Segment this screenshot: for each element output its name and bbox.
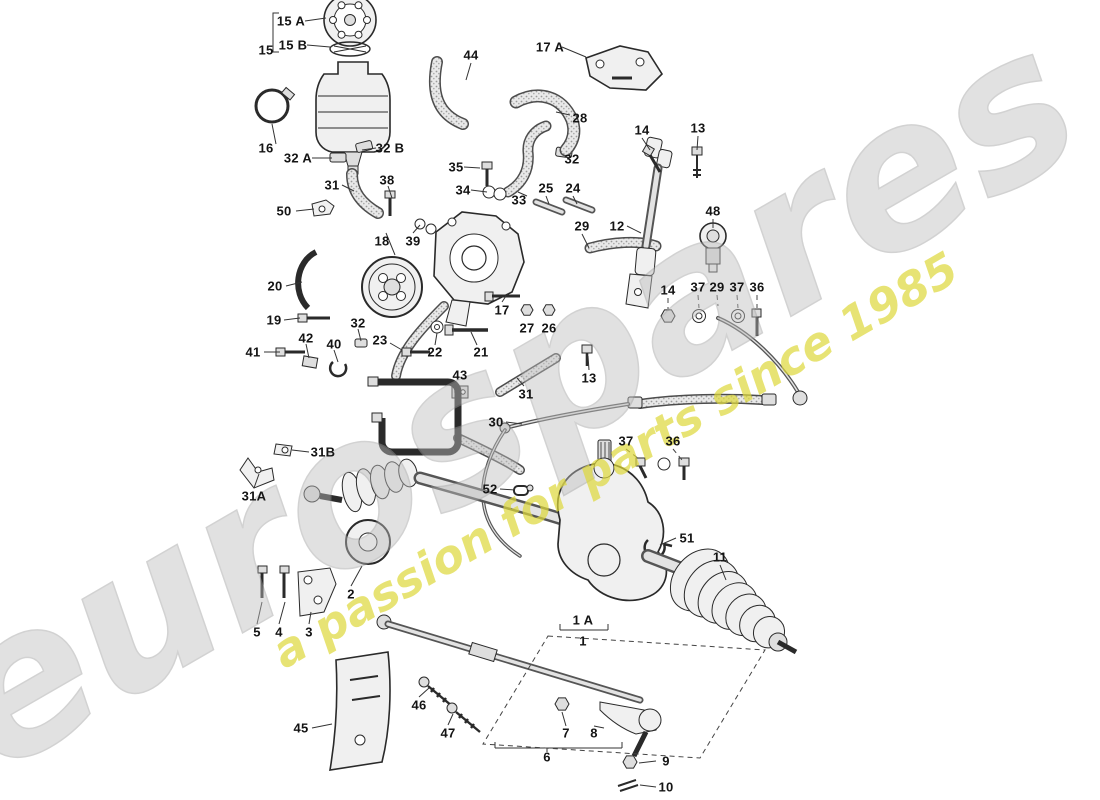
part-label-3: 3	[305, 624, 313, 640]
part-label-17A: 17 A	[535, 39, 565, 55]
part-label-2: 2	[347, 586, 355, 602]
part-label-13: 13	[581, 370, 597, 386]
part-label-40: 40	[326, 336, 342, 352]
part-label-27: 27	[519, 320, 535, 336]
hose-clamp-16-drawing	[254, 86, 296, 124]
part-label-35: 35	[448, 159, 464, 175]
part-label-31A: 31A	[241, 488, 267, 504]
banjo-fitting-drawing	[481, 161, 507, 201]
part-label-16: 16	[258, 140, 274, 156]
part-label-26: 26	[541, 320, 557, 336]
bracket-17a-drawing	[585, 45, 664, 91]
rack-mount-drawing	[257, 519, 391, 617]
part-label-42: 42	[298, 330, 314, 346]
part-label-20: 20	[267, 278, 283, 294]
part-label-7: 7	[562, 725, 570, 741]
part-label-31: 31	[324, 177, 340, 193]
part-label-18: 18	[374, 233, 390, 249]
part-label-29: 29	[574, 218, 590, 234]
part-label-29: 29	[709, 279, 725, 295]
part-label-52: 52	[482, 481, 498, 497]
hardware-row-drawing	[660, 308, 808, 406]
part-label-15: 15	[258, 42, 274, 58]
part-label-11: 11	[712, 549, 728, 565]
part-label-1A: 1 A	[572, 612, 594, 628]
part-label-8: 8	[590, 725, 598, 741]
cooler-loop-drawing	[367, 376, 462, 456]
part-label-32B: 32 B	[375, 140, 405, 156]
part-label-24: 24	[565, 180, 581, 196]
part-label-41: 41	[245, 344, 261, 360]
part-label-32: 32	[564, 151, 580, 167]
part-label-36: 36	[665, 433, 681, 449]
part-label-37: 37	[690, 279, 706, 295]
part-label-48: 48	[705, 203, 721, 219]
part-label-23: 23	[372, 332, 388, 348]
part-label-28: 28	[572, 110, 588, 126]
pressure-switch-drawing	[699, 222, 727, 273]
part-label-47: 47	[440, 725, 456, 741]
part-label-30: 30	[488, 414, 504, 430]
part-label-25: 25	[538, 180, 554, 196]
pump-assembly-drawing	[295, 211, 525, 327]
part-label-45: 45	[293, 720, 309, 736]
part-label-14: 14	[634, 122, 650, 138]
part-label-1: 1	[579, 633, 587, 649]
pipe-brackets-drawing	[239, 443, 293, 489]
part-label-32A: 32 A	[283, 150, 313, 166]
part-label-9: 9	[662, 753, 670, 769]
part-label-21: 21	[473, 344, 489, 360]
part-label-15B: 15 B	[278, 37, 308, 53]
part-label-13: 13	[690, 120, 706, 136]
hoses-drawing	[346, 56, 777, 475]
part-label-34: 34	[455, 182, 471, 198]
part-label-4: 4	[275, 624, 283, 640]
part-label-19: 19	[266, 312, 282, 328]
part-label-31: 31	[518, 386, 534, 402]
reservoir-assembly-drawing	[315, 0, 391, 175]
part-label-10: 10	[658, 779, 674, 795]
heat-shield-drawing	[329, 651, 481, 771]
part-label-44: 44	[463, 47, 479, 63]
part-label-5: 5	[253, 624, 261, 640]
part-label-46: 46	[411, 697, 427, 713]
leader-lines	[253, 12, 766, 788]
part-label-37: 37	[618, 433, 634, 449]
part-label-39: 39	[405, 233, 421, 249]
part-label-12: 12	[609, 218, 625, 234]
part-label-15A: 15 A	[276, 13, 306, 29]
part-label-43: 43	[452, 367, 468, 383]
part-label-22: 22	[427, 344, 443, 360]
part-label-38: 38	[379, 172, 395, 188]
part-label-33: 33	[511, 192, 527, 208]
part-label-17: 17	[494, 302, 510, 318]
steering-joint-drawing	[625, 136, 703, 309]
part-label-36: 36	[749, 279, 765, 295]
part-label-32: 32	[350, 315, 366, 331]
part-label-6: 6	[543, 749, 551, 765]
part-label-50: 50	[276, 203, 292, 219]
fasteners-left-drawing	[275, 291, 556, 399]
dowels-drawing	[532, 196, 596, 216]
part-label-51: 51	[679, 530, 695, 546]
tie-rod-drawing	[376, 614, 662, 792]
part-label-31B: 31B	[310, 444, 336, 460]
steering-rack-drawing	[303, 439, 798, 655]
part-label-14: 14	[660, 282, 676, 298]
part-label-37: 37	[729, 279, 745, 295]
